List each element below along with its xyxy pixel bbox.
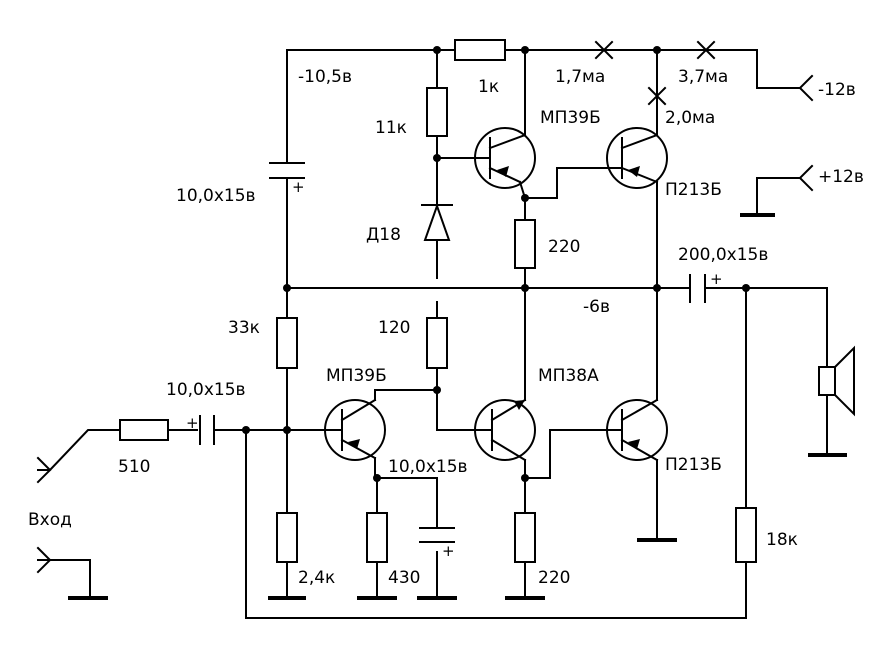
label-cap-10x15-emit: 10,0х15в [388,457,468,477]
label-mp38a: МП38А [538,366,599,386]
label-p213b-bottom: П213Б [665,455,722,475]
resistor-18k [735,507,757,563]
label-430: 430 [388,568,420,588]
label-2-0ma: 2,0ма [665,108,715,128]
label-plus-cap-200: + [710,270,723,288]
resistor-2-4k [276,512,298,563]
transistor-mp39b-bottom [324,398,386,461]
label-plus-cap-in: + [186,414,199,432]
capacitor-200x15 [689,274,719,303]
wires [37,49,828,619]
label-mp39b-bottom: МП39Б [326,366,387,386]
resistor-33k [276,317,298,369]
terminal-arrows [36,74,814,574]
label-p213b-top: П213Б [665,180,722,200]
label-11k: 11к [375,118,407,138]
resistor-11k [426,87,448,137]
label-cap-10x15-in: 10,0х15в [166,380,246,400]
transistor-mp38a [474,398,536,462]
label-minus-12v: -12в [818,80,856,100]
capacitor-10x15-emit [419,527,455,543]
resistor-220-top [514,219,536,269]
resistor-1k [454,39,506,61]
label-minus-6v: -6в [583,297,610,317]
label-1k: 1к [478,77,499,97]
resistor-220-bot [514,512,536,563]
transistor-p213b-top [604,127,668,189]
label-input: Вход [28,510,72,530]
label-33k: 33к [228,318,260,338]
label-510: 510 [118,457,150,477]
label-d18: Д18 [366,225,401,245]
junction-dots [242,46,750,482]
label-220-bottom: 220 [538,568,570,588]
capacitor-10x15-in [199,415,215,445]
label-cap-10x15-top: 10,0х15в [176,186,256,206]
label-minus-10-5v: -10,5в [298,67,352,87]
label-cap-200x15: 200,0х15в [678,245,768,265]
label-3-7ma: 3,7ма [678,67,728,87]
labels: -10,5в 1к 1,7ма 3,7ма -12в 11к МП39Б 2,0… [28,67,864,588]
capacitor-10x15-top [269,162,305,179]
resistors [119,39,757,563]
label-120: 120 [378,318,410,338]
transistor-p213b-bottom [604,398,668,462]
diode-d18 [421,202,453,241]
ground-bars [68,213,847,600]
resistor-510 [119,419,169,441]
label-mp39b-top: МП39Б [540,108,601,128]
label-1-7ma: 1,7ма [555,67,605,87]
speaker-icon [818,345,855,456]
label-220-top: 220 [548,237,580,257]
label-18k: 18к [766,530,798,550]
label-2-4k: 2,4к [298,568,335,588]
transistor-mp39b-top [474,127,536,189]
label-plus-cap-top: + [292,178,305,196]
label-plus-12v: +12в [818,167,864,187]
resistor-120 [426,317,448,369]
label-plus-cap-emit: + [442,542,455,560]
current-marks [594,40,716,106]
capacitors [199,162,719,543]
resistor-430 [366,512,388,563]
